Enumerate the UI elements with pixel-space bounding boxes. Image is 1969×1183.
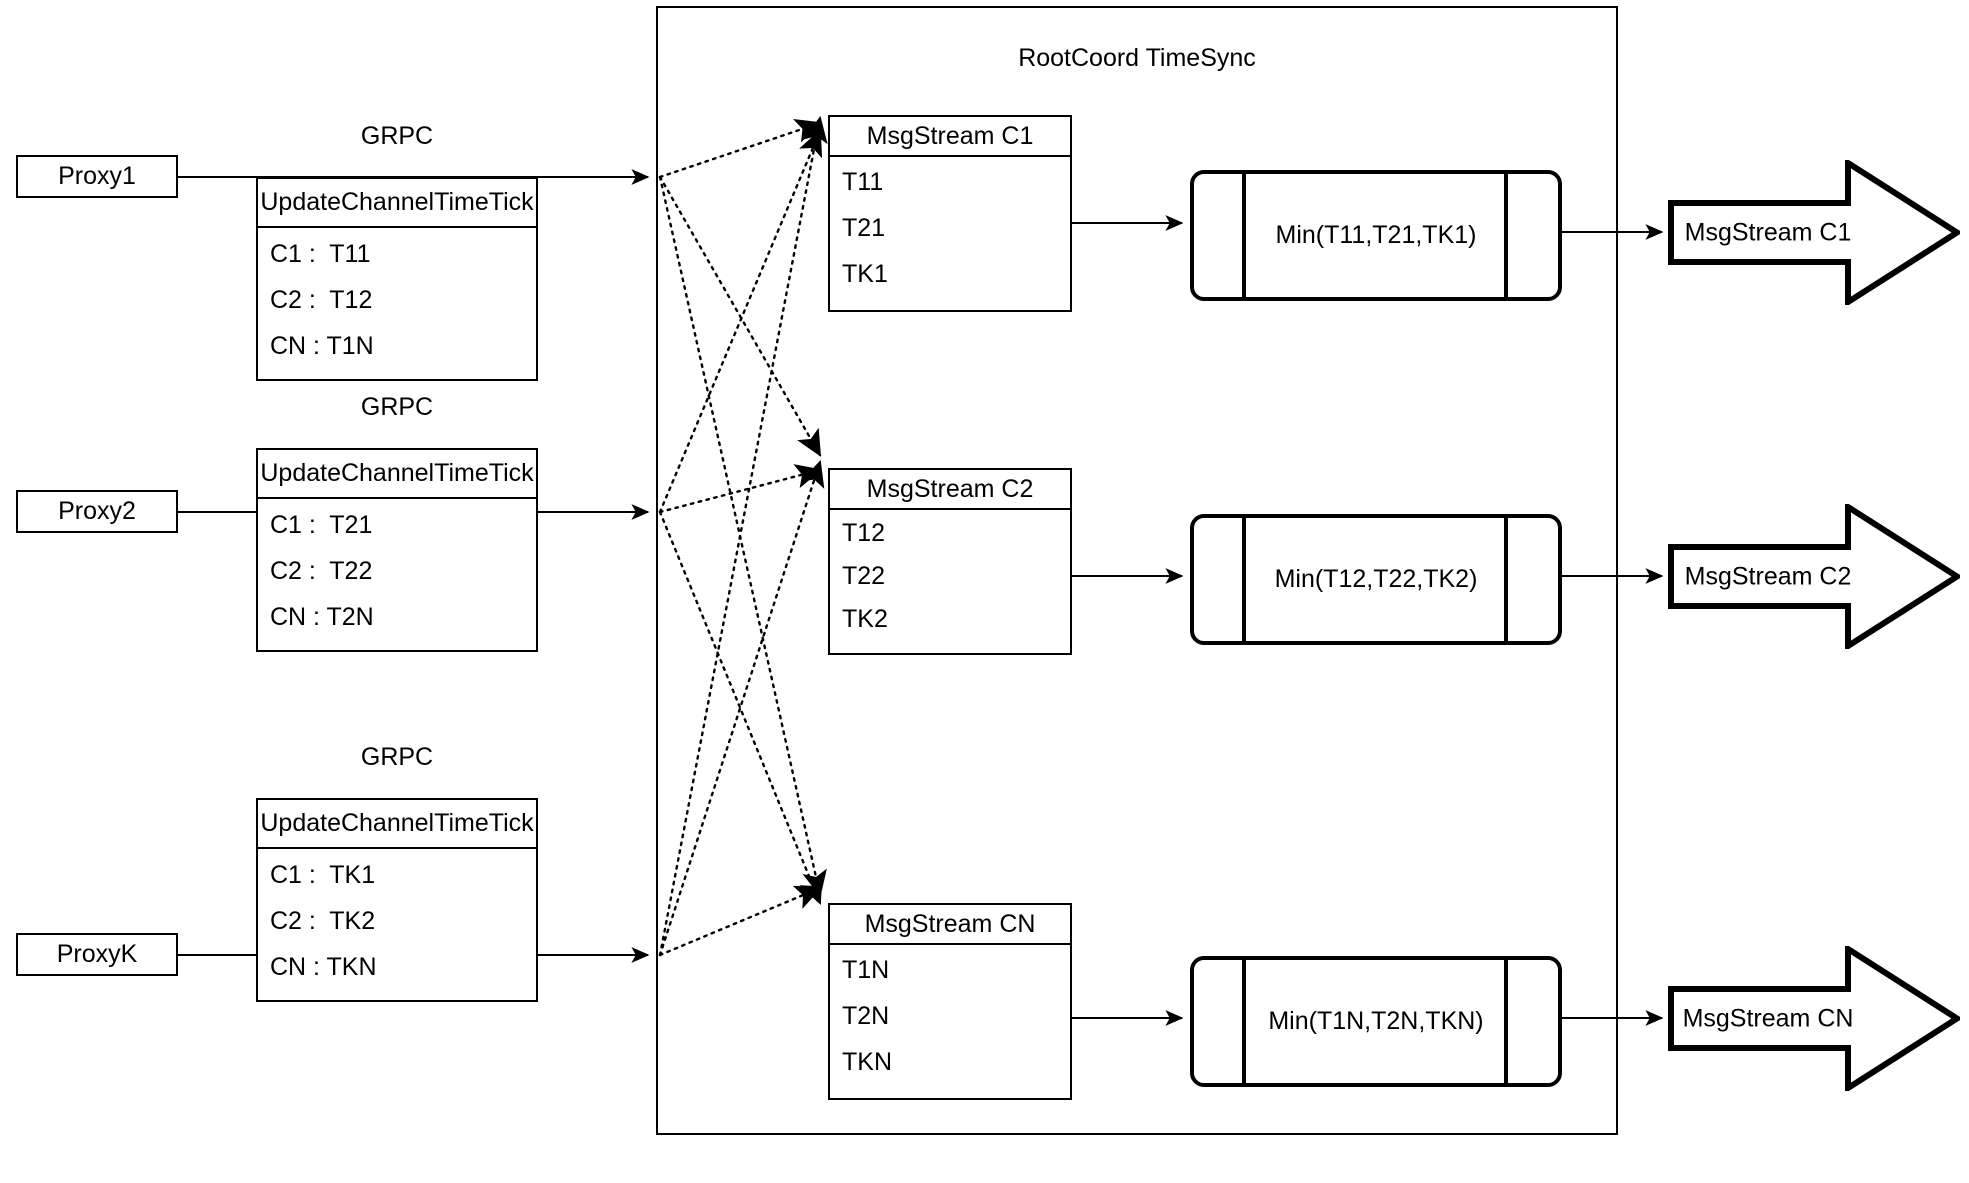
msgstream-buffer-row: T22: [842, 562, 886, 590]
grpc-label-3: GRPC: [360, 743, 434, 771]
tick-table-row: CN : TKN: [270, 952, 377, 981]
tick-table-row: C1 : T11: [270, 240, 371, 269]
min-label: Min(T1N,T2N,TKN): [1268, 1007, 1484, 1035]
min-computation-box-2: Min(T12,T22,TK2): [1190, 514, 1562, 645]
subroutine-rail-right: [1504, 170, 1508, 301]
subroutine-rail-left: [1242, 514, 1246, 645]
msgstream-buffer-row: T21: [842, 213, 886, 242]
output-block-arrow-label: MsgStream CN: [1682, 1004, 1854, 1032]
msgstream-buffer-row: T1N: [842, 955, 890, 984]
msgstream-buffer-row: TK1: [842, 260, 888, 289]
proxy-box-3[interactable]: ProxyK: [16, 933, 178, 976]
proxy-box-2[interactable]: Proxy2: [16, 490, 178, 533]
min-computation-box-1: Min(T11,T21,TK1): [1190, 170, 1562, 301]
msgstream-buffer-body: T11 T21 TK1: [830, 157, 1070, 310]
subroutine-rail-left: [1242, 956, 1246, 1087]
proxy-label: Proxy2: [58, 497, 136, 525]
proxy-label: ProxyK: [56, 940, 138, 968]
msgstream-buffer-box-2: MsgStream C2 T12 T22 TK2: [828, 468, 1072, 655]
proxy-box-1[interactable]: Proxy1: [16, 155, 178, 198]
tick-table-body: C1 : T21 C2 : T22 CN : T2N: [258, 499, 536, 650]
msgstream-buffer-box-3: MsgStream CN T1N T2N TKN: [828, 903, 1072, 1100]
tick-table-row: C2 : T22: [270, 556, 373, 585]
min-computation-box-3: Min(T1N,T2N,TKN): [1190, 956, 1562, 1087]
output-block-arrow-label: MsgStream C2: [1684, 562, 1852, 590]
msgstream-buffer-row: T12: [842, 519, 886, 547]
min-label: Min(T11,T21,TK1): [1275, 221, 1477, 249]
msgstream-buffer-row: T11: [842, 167, 884, 196]
msgstream-buffer-body: T12 T22 TK2: [830, 510, 1070, 653]
min-label: Min(T12,T22,TK2): [1274, 565, 1478, 593]
update-channel-timetick-table-2: UpdateChannelTimeTick C1 : T21 C2 : T22 …: [256, 448, 538, 652]
msgstream-buffer-title: MsgStream CN: [830, 905, 1070, 945]
tick-table-header: UpdateChannelTimeTick: [258, 450, 536, 499]
output-block-arrow-1: MsgStream C1: [1668, 160, 1960, 305]
msgstream-buffer-title: MsgStream C1: [830, 117, 1070, 157]
tick-table-header: UpdateChannelTimeTick: [258, 179, 536, 228]
tick-table-row: C1 : TK1: [270, 861, 376, 890]
rootcoord-timesync-title: RootCoord TimeSync: [1018, 44, 1256, 72]
msgstream-buffer-box-1: MsgStream C1 T11 T21 TK1: [828, 115, 1072, 312]
output-block-arrow-label: MsgStream C1: [1684, 218, 1852, 246]
grpc-label-1: GRPC: [360, 122, 434, 150]
tick-table-row: C2 : T12: [270, 285, 373, 314]
output-block-arrow-2: MsgStream C2: [1668, 504, 1960, 649]
rootcoord-timesync-container: [656, 6, 1618, 1135]
tick-table-row: CN : T2N: [270, 602, 374, 631]
tick-table-body: C1 : TK1 C2 : TK2 CN : TKN: [258, 849, 536, 1000]
msgstream-buffer-row: TK2: [842, 605, 888, 633]
msgstream-buffer-body: T1N T2N TKN: [830, 945, 1070, 1098]
update-channel-timetick-table-3: UpdateChannelTimeTick C1 : TK1 C2 : TK2 …: [256, 798, 538, 1002]
tick-table-row: C1 : T21: [270, 511, 373, 540]
subroutine-rail-right: [1504, 956, 1508, 1087]
update-channel-timetick-table-1: UpdateChannelTimeTick C1 : T11 C2 : T12 …: [256, 177, 538, 381]
grpc-label-2: GRPC: [360, 393, 434, 421]
subroutine-rail-left: [1242, 170, 1246, 301]
subroutine-rail-right: [1504, 514, 1508, 645]
msgstream-buffer-title: MsgStream C2: [830, 470, 1070, 510]
msgstream-buffer-row: TKN: [842, 1048, 892, 1077]
tick-table-header: UpdateChannelTimeTick: [258, 800, 536, 849]
tick-table-row: C2 : TK2: [270, 906, 376, 935]
msgstream-buffer-row: T2N: [842, 1001, 890, 1030]
output-block-arrow-3: MsgStream CN: [1668, 946, 1960, 1091]
proxy-label: Proxy1: [58, 162, 136, 190]
tick-table-body: C1 : T11 C2 : T12 CN : T1N: [258, 228, 536, 379]
tick-table-row: CN : T1N: [270, 331, 374, 360]
